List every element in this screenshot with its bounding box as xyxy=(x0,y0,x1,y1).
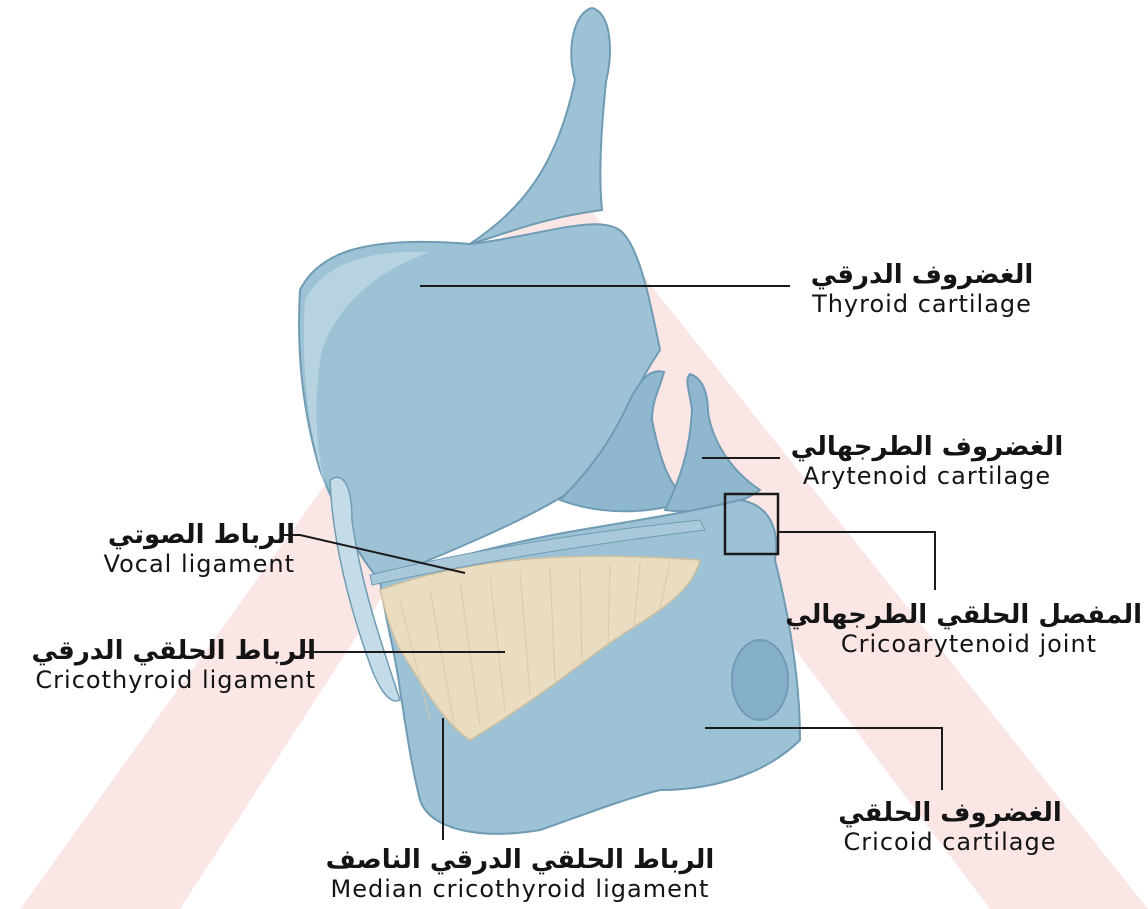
label-arytenoid-english: Arytenoid cartilage xyxy=(782,462,1072,490)
label-cricothyroid-english: Cricothyroid ligament xyxy=(4,666,316,694)
label-cricoarytenoid-arabic: المفصل الحلقي الطرجهالي xyxy=(796,600,1142,630)
label-vocal-ligament: الرباط الصوتي Vocal ligament xyxy=(70,520,295,578)
label-cricoid-english: Cricoid cartilage xyxy=(830,828,1070,856)
superior-horn xyxy=(470,8,610,244)
label-cricothyroid-ligament: الرباط الحلقي الدرقي Cricothyroid ligame… xyxy=(4,636,316,694)
label-arytenoid-cartilage: الغضروف الطرجهالي Arytenoid cartilage xyxy=(782,432,1072,490)
label-median-english: Median cricothyroid ligament xyxy=(300,875,740,903)
cricothyroid-facet xyxy=(732,640,788,720)
label-thyroid-arabic: الغضروف الدرقي xyxy=(792,260,1052,290)
label-arytenoid-arabic: الغضروف الطرجهالي xyxy=(782,432,1072,462)
label-thyroid-cartilage: الغضروف الدرقي Thyroid cartilage xyxy=(792,260,1052,318)
label-cricoarytenoid-english: Cricoarytenoid joint xyxy=(796,630,1142,658)
label-median-cricothyroid-ligament: الرباط الحلقي الدرقي الناصف Median crico… xyxy=(300,845,740,903)
label-thyroid-english: Thyroid cartilage xyxy=(792,290,1052,318)
label-vocal-arabic: الرباط الصوتي xyxy=(70,520,295,550)
label-cricoid-arabic: الغضروف الحلقي xyxy=(830,798,1070,828)
label-vocal-english: Vocal ligament xyxy=(70,550,295,578)
label-cricoarytenoid-joint: المفصل الحلقي الطرجهالي Cricoarytenoid j… xyxy=(796,600,1142,658)
label-cricoid-cartilage: الغضروف الحلقي Cricoid cartilage xyxy=(830,798,1070,856)
label-median-arabic: الرباط الحلقي الدرقي الناصف xyxy=(300,845,740,875)
label-cricothyroid-arabic: الرباط الحلقي الدرقي xyxy=(4,636,316,666)
